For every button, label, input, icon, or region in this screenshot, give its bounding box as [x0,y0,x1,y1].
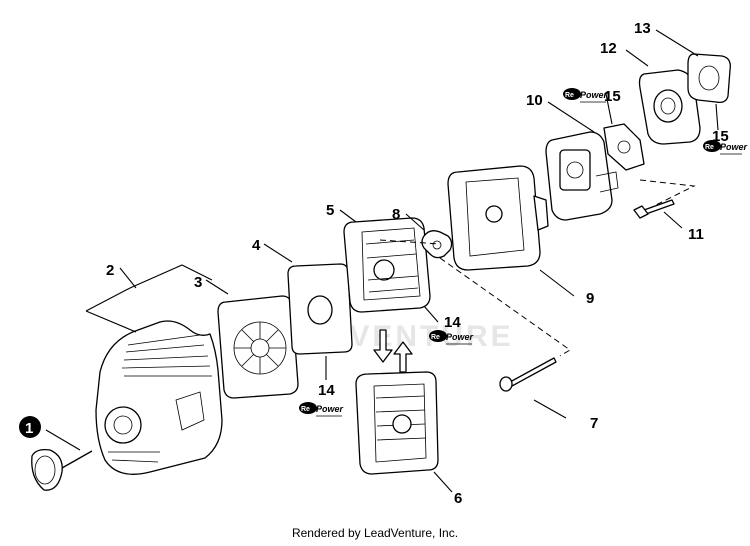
callout-13: 13 [634,20,651,37]
part-12-insulator [638,69,701,145]
callout-6: 6 [454,490,462,507]
part-7-screw [499,357,557,392]
callout-1: 1 [25,420,33,437]
part-5-filter [343,217,431,313]
callout-3: 3 [194,274,202,291]
direction-arrows [373,329,413,373]
part-2-housing [95,320,223,475]
callout-12: 12 [600,40,617,57]
callout-5: 5 [326,202,334,219]
callout-14-upper: 14 [444,314,461,331]
part-3-frame [217,295,299,399]
part-6-filter [355,371,439,475]
repower-badge-14-upper: Re Power [429,330,474,345]
callout-10: 10 [526,92,543,109]
badge-power-label: Power [580,90,608,100]
repower-badge-14-lower: Re Power [299,402,344,417]
part-11-bolt [633,199,675,219]
assembly-lines [379,179,696,357]
callout-11: 11 [688,226,704,243]
leader-lines [45,29,719,493]
part-10-gasket [603,123,645,171]
part-4-foam [287,263,353,355]
badge-power-label: Power [720,142,748,152]
part-1-knob [31,448,93,491]
part-8-spacer [421,230,453,259]
badge-power-label: Power [316,404,344,414]
badge-power-label: Power [446,332,474,342]
badge-re-label: Re [565,92,574,99]
footer-credit: Rendered by LeadVenture, Inc. [291,526,459,540]
callout-14-lower: 14 [318,382,335,399]
callout-4: 4 [252,237,261,254]
badge-re-label: Re [431,334,440,341]
part-9-base [447,165,549,271]
repower-badge-15-left: Re Power [563,88,608,103]
callout-numbers: 1 2 3 4 5 6 7 8 9 10 11 12 13 14 14 15 1… [19,20,729,507]
callout-15-left: 15 [604,88,621,105]
carburetor [545,131,619,221]
badge-re-label: Re [705,144,714,151]
callout-1-circle [19,416,41,438]
callout-2: 2 [106,262,114,279]
callout-7: 7 [590,415,598,432]
callout-9: 9 [586,290,594,307]
badge-re-label: Re [301,406,310,413]
part-13-gasket [687,53,731,104]
callout-8: 8 [392,206,400,223]
repower-badge-15-right: Re Power [703,140,748,155]
